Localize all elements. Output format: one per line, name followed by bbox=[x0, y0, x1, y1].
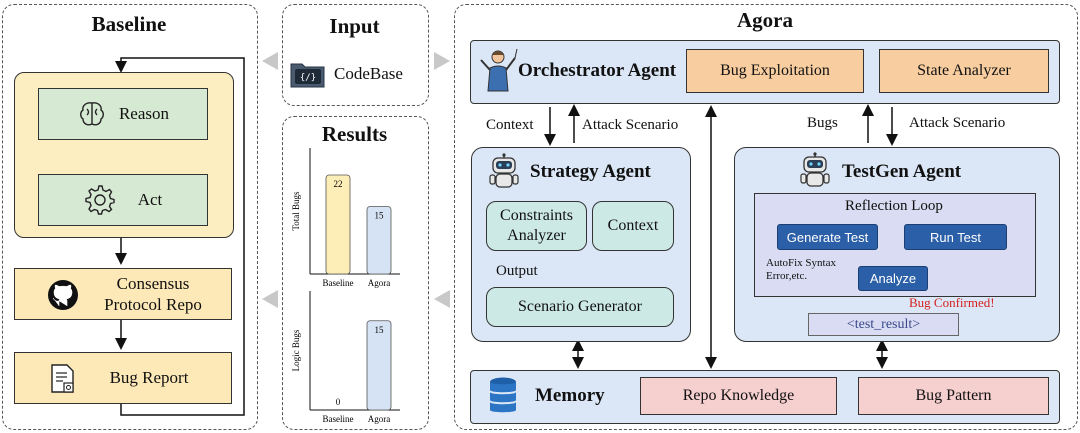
data-label: 15 bbox=[375, 211, 385, 221]
bug-report-box: Bug Report bbox=[14, 352, 232, 404]
tick-label: Agora bbox=[368, 414, 391, 424]
bug-report-label: Bug Report bbox=[109, 368, 189, 387]
autofix-note: AutoFix Syntax Error,etc. bbox=[766, 257, 836, 283]
baseline-title: Baseline bbox=[91, 12, 167, 36]
tick-label: Baseline bbox=[323, 414, 354, 424]
strategy-agent-title: Strategy Agent bbox=[530, 161, 651, 182]
attack-scenario-right-label: Attack Scenario bbox=[909, 115, 1006, 131]
bug-exploitation-box: Bug Exploitation bbox=[686, 49, 864, 93]
generate-test-box: Generate Test bbox=[777, 224, 878, 250]
data-label: 22 bbox=[334, 179, 343, 189]
bugs-flow-label: Bugs bbox=[807, 115, 838, 131]
repo-knowledge-box: Repo Knowledge bbox=[640, 377, 837, 415]
y-axis-label: Total Bugs bbox=[291, 191, 301, 231]
analyze-box: Analyze bbox=[858, 266, 928, 291]
codebase-item: {/} CodeBase bbox=[290, 58, 425, 90]
constraints-analyzer-box: Constraints Analyzer bbox=[486, 201, 587, 251]
repo-box: Consensus Protocol Repo bbox=[14, 268, 232, 320]
autofix-line1: AutoFix Syntax bbox=[766, 257, 836, 269]
constraints-line1: Constraints bbox=[500, 207, 573, 224]
bar bbox=[366, 206, 392, 275]
orchestrator-title: Orchestrator Agent bbox=[518, 60, 677, 81]
arrow-feedback-loop bbox=[115, 57, 245, 416]
reason-box: Reason bbox=[38, 88, 208, 140]
bug-confirmed-label: Bug Confirmed! bbox=[909, 295, 995, 310]
results-panel bbox=[282, 116, 429, 430]
scenario-generator-box: Scenario Generator bbox=[486, 287, 674, 327]
repo-label-line2: Protocol Repo bbox=[104, 295, 202, 314]
act-label: Act bbox=[137, 190, 163, 209]
chevron-results-from-baseline bbox=[262, 290, 278, 308]
database-icon bbox=[490, 377, 516, 413]
context-flow-label: Context bbox=[486, 117, 534, 133]
reason-label: Reason bbox=[118, 104, 170, 123]
brain-icon bbox=[80, 102, 104, 126]
repo-label-line1: Consensus bbox=[116, 274, 190, 293]
memory-title: Memory bbox=[535, 385, 605, 406]
state-analyzer-box: State Analyzer bbox=[879, 49, 1049, 93]
robot-icon bbox=[800, 152, 830, 187]
bug-pattern-box: Bug Pattern bbox=[858, 377, 1049, 415]
svg-text:{/}: {/} bbox=[300, 73, 316, 83]
data-label: 15 bbox=[375, 325, 385, 335]
conductor-icon bbox=[480, 48, 518, 92]
robot-icon bbox=[489, 153, 519, 188]
chevron-input-to-agora bbox=[434, 52, 450, 70]
tick-label: Agora bbox=[368, 278, 391, 288]
code-folder-icon: {/} bbox=[290, 63, 325, 88]
data-label: 0 bbox=[336, 397, 341, 407]
bar bbox=[366, 320, 392, 411]
tick-label: Baseline bbox=[323, 278, 354, 288]
test-result-box: <test_result> bbox=[808, 313, 959, 336]
document-icon bbox=[51, 364, 74, 393]
gear-icon bbox=[85, 185, 115, 215]
testgen-agent-title: TestGen Agent bbox=[842, 161, 962, 182]
chevron-input-to-baseline bbox=[262, 52, 278, 70]
autofix-line2: Error,etc. bbox=[766, 270, 808, 282]
y-axis-label: Logic Bugs bbox=[291, 329, 301, 371]
chevron-results-from-agora bbox=[434, 290, 450, 308]
output-label: Output bbox=[496, 263, 538, 279]
bar bbox=[325, 174, 351, 275]
strategy-context-box: Context bbox=[592, 201, 674, 251]
run-test-box: Run Test bbox=[904, 224, 1007, 250]
input-title: Input bbox=[329, 14, 380, 38]
attack-scenario-left-label: Attack Scenario bbox=[582, 117, 679, 133]
input-panel bbox=[282, 4, 429, 106]
results-title: Results bbox=[321, 122, 388, 146]
act-box: Act bbox=[38, 174, 208, 226]
reflection-loop-title: Reflection Loop bbox=[845, 198, 943, 214]
constraints-line2: Analyzer bbox=[507, 227, 566, 244]
github-icon bbox=[48, 280, 78, 310]
baseline-panel bbox=[2, 4, 258, 430]
codebase-label: CodeBase bbox=[334, 64, 403, 83]
agora-title: Agora bbox=[737, 8, 793, 32]
agora-panel bbox=[454, 4, 1078, 430]
